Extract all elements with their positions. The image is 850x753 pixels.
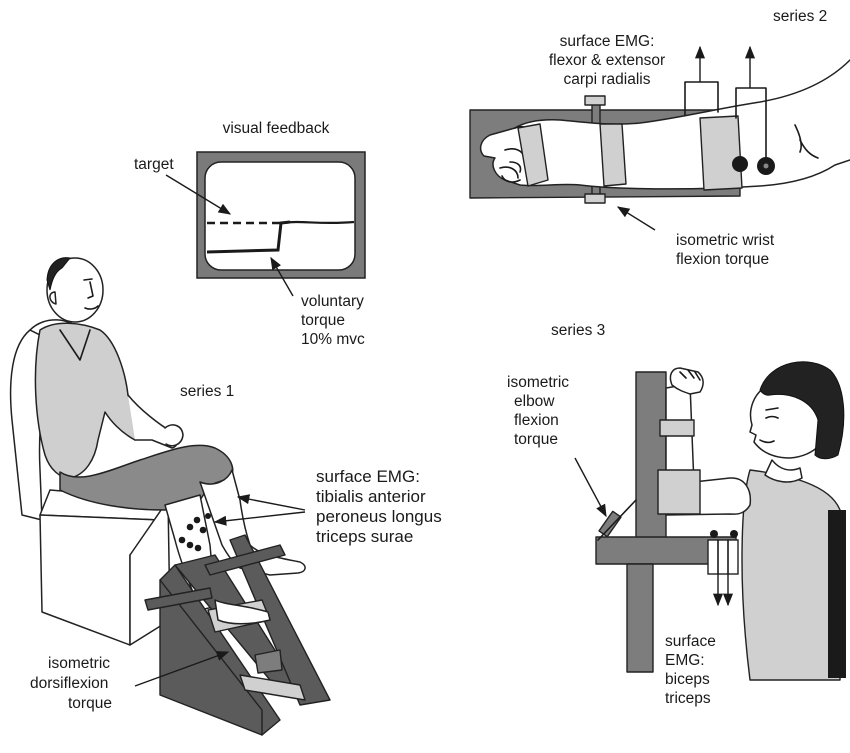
force-transducer <box>254 649 283 674</box>
subject3-chair-back <box>828 510 846 678</box>
torque-trace <box>206 220 291 254</box>
leg-emg-label-line2: tibialis anterior <box>316 487 426 506</box>
voluntary-torque-arrow <box>270 256 294 297</box>
dorsiflexion-label-line1: isometric <box>48 655 110 672</box>
wrist-clamp-top <box>584 95 606 106</box>
elbow-transducer <box>598 510 622 538</box>
voluntary-torque-label-line1: voluntary <box>301 293 364 310</box>
arm-emg-label-line4: triceps <box>665 690 711 707</box>
emg-lead-right <box>735 87 767 166</box>
subject1-hair <box>46 257 71 291</box>
target-overlap-line <box>283 220 355 225</box>
wrist-torque-label-line1: isometric wrist <box>676 232 775 249</box>
dorsiflexion-label-line3: torque <box>68 695 112 712</box>
forearm-strap <box>699 115 743 191</box>
series3-elbow-setup: series 3 isometric elbow flexion torque <box>507 322 846 707</box>
elbow-torque-label-line3: flexion <box>514 412 559 429</box>
elbow-torque-label-line1: isometric <box>507 374 569 391</box>
wrist-strap <box>599 123 627 187</box>
arm-emg-label-line2: EMG: <box>665 652 705 669</box>
leg-emg-arrow-upper <box>236 494 306 511</box>
subject1-ear <box>49 291 57 305</box>
visual-feedback-monitor: visual feedback target voluntary torque … <box>134 120 366 348</box>
wrist-clamp-bottom <box>584 193 606 204</box>
elbow-crease <box>794 124 819 159</box>
subject1-face <box>83 278 99 310</box>
elbow-torque-arrow <box>574 457 607 518</box>
wrist-torque-arrow <box>616 206 656 231</box>
electrode-1 <box>732 156 748 172</box>
elbow-transducer-link <box>597 499 637 541</box>
series2-label: series 2 <box>773 8 827 25</box>
voluntary-torque-label-line3: 10% mvc <box>301 331 365 348</box>
hand-strap <box>517 123 549 187</box>
monitor-screen <box>204 161 356 271</box>
leg-electrodes <box>178 513 211 552</box>
elbow-torque-label-line4: torque <box>514 431 558 448</box>
upper-arm-cuff <box>657 469 701 515</box>
subject1-shirt <box>34 322 151 479</box>
foot-device-top-bar <box>204 544 286 576</box>
target-label: target <box>134 156 174 173</box>
arm-electrode-1 <box>710 530 718 538</box>
elbow-device-upright <box>635 371 667 541</box>
thumb-detail <box>501 175 521 183</box>
subject1-hand <box>164 424 184 447</box>
wrist-torque-label-line2: flexion torque <box>676 251 769 268</box>
shirt-collar <box>59 329 91 361</box>
subject1-head <box>46 257 104 323</box>
arm-emg-label-line3: biceps <box>665 671 710 688</box>
elbow-device-post <box>626 563 654 673</box>
leg-emg-label-line4: triceps surae <box>316 527 413 546</box>
arm-electrode-2 <box>730 530 738 538</box>
subject3-shirt <box>741 469 841 681</box>
subject3-fingers <box>679 369 701 381</box>
foot-device-lower-bar <box>144 587 213 611</box>
subject3-facial-features <box>759 407 779 444</box>
dorsiflexion-arrow <box>134 651 230 687</box>
series1-label: series 1 <box>180 383 234 400</box>
visual-feedback-label: visual feedback <box>223 120 330 137</box>
electrode-2-center <box>763 163 769 169</box>
leg-emg-label-line1: surface EMG: <box>316 467 420 486</box>
subject3-hand <box>669 367 704 395</box>
leg-emg-arrow-lower <box>213 511 306 526</box>
elbow-torque-label-line2: elbow <box>514 393 555 410</box>
series3-label: series 3 <box>551 322 605 339</box>
forearm-emg-label-line3: carpi radialis <box>563 71 650 88</box>
subject1-shorts <box>59 444 234 511</box>
voluntary-torque-label-line2: torque <box>301 312 345 329</box>
series2-wrist-setup: series 2 surface EMG: flexor & extensor … <box>469 8 850 268</box>
dorsiflexion-label-line2: dorsiflexion <box>30 675 108 692</box>
subject1-foot <box>214 599 271 625</box>
forearm-cuff <box>659 419 695 437</box>
forearm-emg-label-line1: surface EMG: <box>560 33 655 50</box>
arm-emg-box <box>707 539 739 575</box>
series1-ankle-setup: series 1 <box>9 257 442 736</box>
force-transducer-bar <box>239 674 306 701</box>
leg-emg-label-line3: peroneus longus <box>316 507 442 526</box>
forearm-emg-label-line2: flexor & extensor <box>549 52 665 69</box>
emg-lead-left <box>684 81 719 116</box>
target-arrow <box>165 174 232 215</box>
arm-emg-label-line1: surface <box>665 633 716 650</box>
subject3-neck <box>764 459 803 483</box>
subject3-hair <box>759 361 845 460</box>
